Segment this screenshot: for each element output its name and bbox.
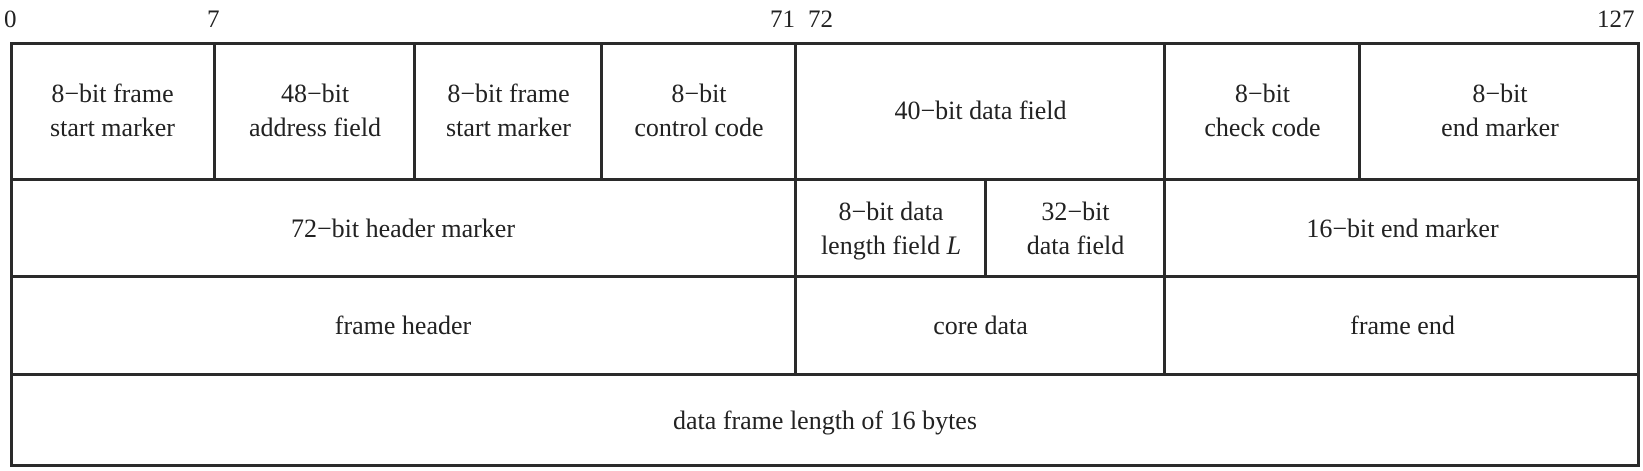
cell-label-line: data field [1026,230,1125,260]
cell-label-line: length field L [821,229,961,263]
cell-label-line: data frame length of 16 bytes [673,406,977,435]
row-divider [10,373,1640,376]
cell-label-line: 32−bit [1041,196,1110,226]
core-data-cell: core data [796,277,1165,375]
column-divider [794,42,797,375]
cell-label-line: 8−bit [1472,79,1528,108]
column-divider [1358,42,1361,180]
cell-label-line: 48−bit [280,79,350,108]
frame-header-cell: frame header [10,277,796,375]
bit-position-72: 72 [808,6,833,33]
end-marker-8-cell: 8−bit end marker [1360,42,1640,180]
column-divider [984,178,987,277]
length-symbol: L [946,230,962,260]
cell-label-line: 40−bit data field [894,96,1067,125]
control-code-cell: 8−bit control code [602,42,796,180]
cell-label-line: 8−bit frame [447,79,570,108]
bit-position-7: 7 [207,6,220,33]
check-code-cell: 8−bit check code [1165,42,1360,180]
cell-label-line: end marker [1441,113,1559,142]
bit-position-71: 71 [770,6,795,33]
cell-label-line: frame header [334,311,472,340]
column-divider [600,42,603,180]
cell-label-line: address field [248,113,382,142]
cell-label-line: check code [1204,113,1321,142]
end-marker-16-cell: 16−bit end marker [1165,180,1640,277]
data-field-40-cell: 40−bit data field [796,42,1165,180]
column-divider [413,42,416,180]
cell-label-line: 72−bit header marker [290,213,515,243]
bit-position-0: 0 [4,6,17,33]
frame-start-marker-cell-2: 8−bit frame start marker [415,42,602,180]
cell-label-text: length field [820,230,941,260]
cell-label-line: 8−bit data [838,196,944,226]
bit-position-127: 127 [1597,6,1635,33]
cell-label-line: 16−bit end marker [1306,213,1499,243]
cell-label-line: start marker [50,113,175,142]
cell-label-line: 8−bit frame [51,79,174,108]
cell-label-line: start marker [446,113,571,142]
column-divider [1163,42,1166,375]
cell-label-line: 8−bit [1234,79,1291,108]
header-marker-cell: 72−bit header marker [10,180,796,277]
column-divider [213,42,216,180]
frame-length-cell: data frame length of 16 bytes [10,375,1640,467]
row-divider [10,178,1640,181]
data-field-32-cell: 32−bit data field [986,180,1165,277]
address-field-cell: 48−bit address field [215,42,415,180]
cell-label-line: control code [634,113,764,142]
frame-end-cell: frame end [1165,277,1640,375]
cell-label-line: frame end [1350,311,1455,340]
cell-label-line: core data [933,311,1028,340]
frame-start-marker-cell-1: 8−bit frame start marker [10,42,215,180]
cell-label-line: 8−bit [671,79,727,108]
row-divider [10,275,1640,278]
